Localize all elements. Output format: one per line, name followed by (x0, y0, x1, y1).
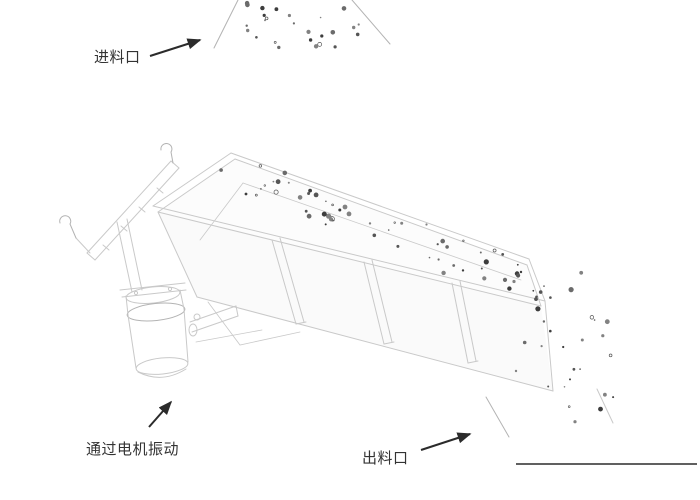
feed-hopper-sketch (213, 0, 391, 49)
inlet-label: 进料口 (94, 49, 141, 66)
outlet-arrow (420, 432, 472, 451)
vibration-motor-sketch (116, 218, 301, 378)
material-particles-trough (219, 164, 535, 292)
material-particles-discharge (514, 270, 615, 424)
motor-arrow (148, 400, 173, 428)
annotation-arrows (148, 38, 472, 451)
motor-vibration-label: 通过电机振动 (86, 441, 180, 458)
outlet-label: 出料口 (362, 450, 409, 467)
feeder-trough-sketch (152, 152, 614, 438)
inlet-arrow (149, 38, 202, 57)
suspension-hooks-sketch (59, 143, 180, 261)
material-particles-inlet (244, 0, 360, 50)
